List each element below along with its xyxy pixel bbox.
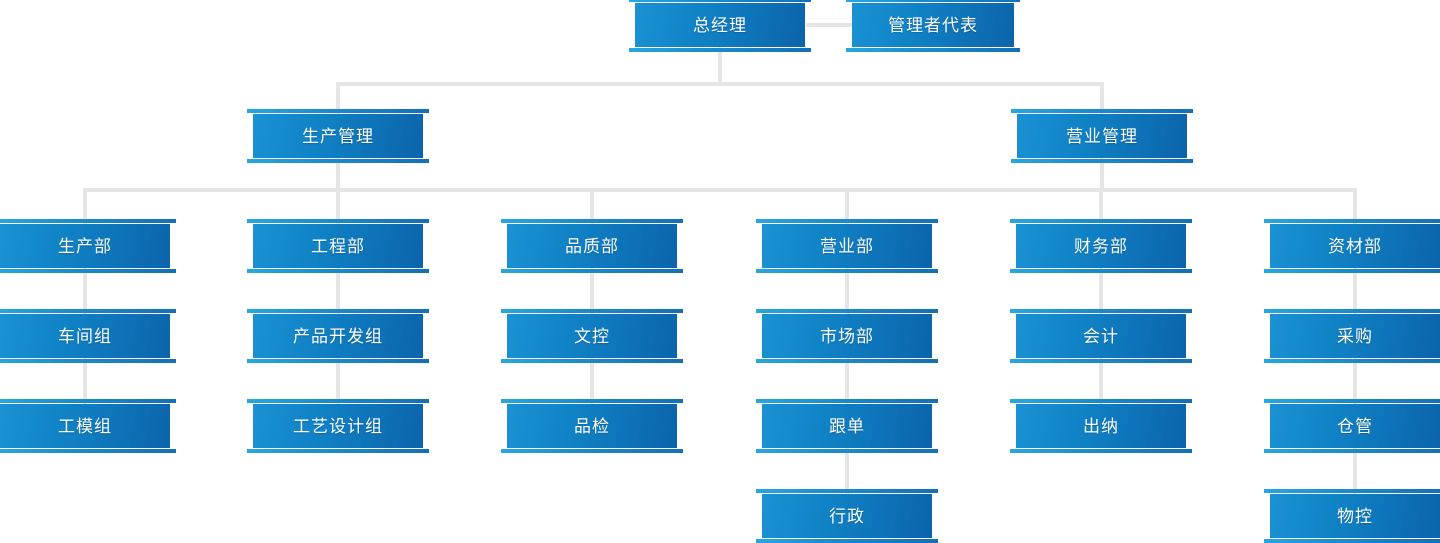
connector-finance-dept-to-accounting [1099,268,1103,314]
node-business-mgmt[interactable]: 营业管理 [1011,109,1193,163]
connector-down-production-dept [83,188,87,224]
node-purchasing[interactable]: 采购 [1264,309,1440,363]
node-material-control[interactable]: 物控 [1264,489,1440,543]
connector-quality-dept-to-doc-control [590,268,594,314]
connector-accounting-to-cashier [1099,358,1103,404]
connector-engineering-dept-to-product-dev [336,268,340,314]
connector-doc-control-to-inspection [590,358,594,404]
node-marketing-dept-label: 市场部 [820,326,874,346]
connector-down-quality-dept [590,188,594,224]
connector-level2-bar [336,82,1104,86]
node-workshop-group[interactable]: 车间组 [0,309,176,363]
node-general-manager-label: 总经理 [693,15,747,35]
node-management-rep[interactable]: 管理者代表 [846,0,1020,52]
connector-production-dept-to-workshop [83,268,87,314]
node-warehouse-label: 仓管 [1337,416,1373,436]
connector-down-materials-dept [1353,188,1357,224]
connector-gm-to-management-rep [806,23,852,27]
node-quality-inspection-label: 品检 [574,416,610,436]
node-warehouse[interactable]: 仓管 [1264,399,1440,453]
connector-down-business-mgmt [1100,82,1104,114]
node-doc-control-label: 文控 [574,326,610,346]
node-product-dev-group[interactable]: 产品开发组 [247,309,429,363]
node-production-dept[interactable]: 生产部 [0,219,176,273]
node-business-mgmt-label: 营业管理 [1066,126,1138,146]
connector-order-follow-up-to-administration [845,448,849,494]
connector-purchasing-to-warehouse [1353,358,1357,404]
node-tooling-group[interactable]: 工模组 [0,399,176,453]
connector-product-dev-to-process-design [336,358,340,404]
node-order-follow-up-label: 跟单 [829,416,865,436]
node-process-design-group-label: 工艺设计组 [293,416,383,436]
node-quality-dept[interactable]: 品质部 [501,219,683,273]
node-quality-inspection[interactable]: 品检 [501,399,683,453]
connector-marketing-to-order-follow-up [845,358,849,404]
node-product-dev-group-label: 产品开发组 [293,326,383,346]
node-production-mgmt[interactable]: 生产管理 [247,109,429,163]
node-sales-dept-label: 营业部 [820,236,874,256]
node-production-dept-label: 生产部 [58,236,112,256]
node-materials-dept[interactable]: 资材部 [1264,219,1440,273]
node-finance-dept[interactable]: 财务部 [1010,219,1192,273]
node-accounting[interactable]: 会计 [1010,309,1192,363]
connector-workshop-to-tooling [83,358,87,404]
connector-down-finance-dept [1099,188,1103,224]
connector-sales-dept-to-marketing [845,268,849,314]
node-engineering-dept[interactable]: 工程部 [247,219,429,273]
node-accounting-label: 会计 [1083,326,1119,346]
node-general-manager[interactable]: 总经理 [629,0,811,52]
node-materials-dept-label: 资材部 [1328,236,1382,256]
node-administration[interactable]: 行政 [756,489,938,543]
connector-gm-down [718,47,722,84]
node-cashier-label: 出纳 [1083,416,1119,436]
node-purchasing-label: 采购 [1337,326,1373,346]
node-sales-dept[interactable]: 营业部 [756,219,938,273]
node-production-mgmt-label: 生产管理 [302,126,374,146]
node-doc-control[interactable]: 文控 [501,309,683,363]
connector-down-production-mgmt [336,82,340,114]
connector-production-mgmt-down [336,158,340,190]
node-quality-dept-label: 品质部 [565,236,619,256]
connector-business-mgmt-down [1100,158,1104,190]
node-engineering-dept-label: 工程部 [311,236,365,256]
connector-down-sales-dept [845,188,849,224]
node-marketing-dept[interactable]: 市场部 [756,309,938,363]
node-order-follow-up[interactable]: 跟单 [756,399,938,453]
connector-departments-bar [83,188,1355,192]
connector-down-engineering-dept [336,188,340,224]
node-cashier[interactable]: 出纳 [1010,399,1192,453]
node-tooling-group-label: 工模组 [58,416,112,436]
node-workshop-group-label: 车间组 [58,326,112,346]
connector-warehouse-to-material-control [1353,448,1357,494]
connector-materials-dept-to-purchasing [1353,268,1357,314]
node-process-design-group[interactable]: 工艺设计组 [247,399,429,453]
node-material-control-label: 物控 [1337,506,1373,526]
node-finance-dept-label: 财务部 [1074,236,1128,256]
node-administration-label: 行政 [829,506,865,526]
node-management-rep-label: 管理者代表 [888,15,978,35]
